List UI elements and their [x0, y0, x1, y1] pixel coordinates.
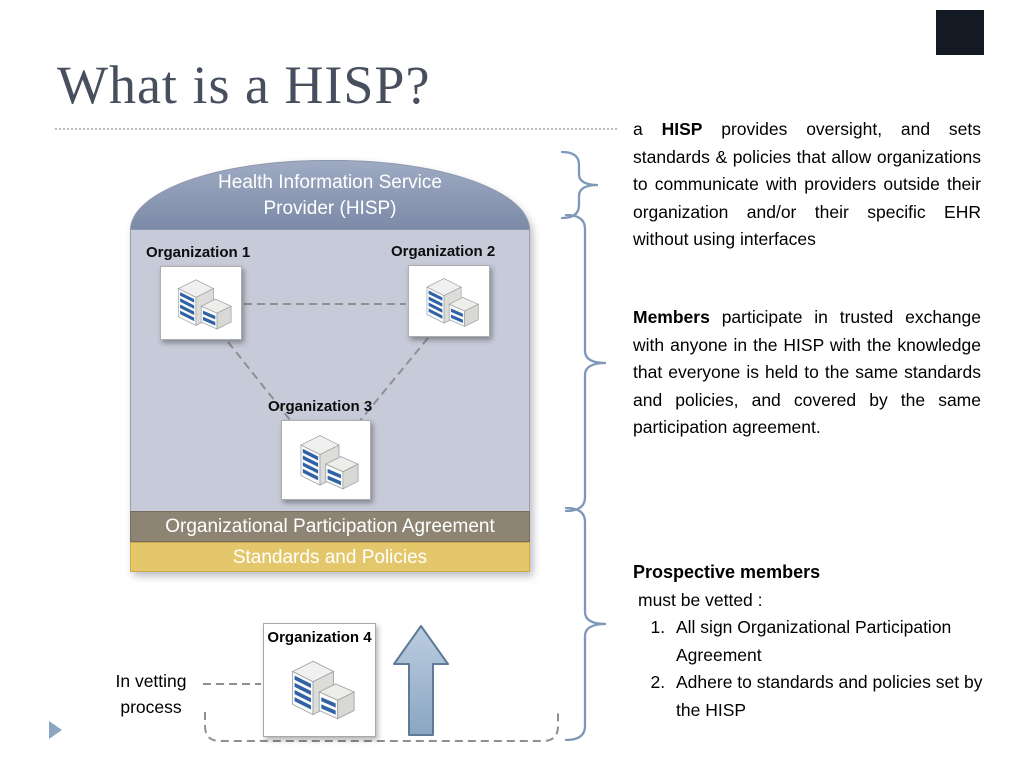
members-paragraph: Members participate in trusted exchange …: [633, 304, 981, 442]
org1-label: Organization 1: [146, 244, 251, 261]
hisp-header: Health Information Service Provider (HIS…: [130, 160, 530, 230]
org2-label: Organization 2: [391, 243, 496, 260]
standards-band: Standards and Policies: [130, 542, 530, 572]
title-divider: [55, 128, 617, 130]
list-item: All sign Organizational Participation Ag…: [670, 614, 989, 669]
p1-rest: provides oversight, and sets standards &…: [633, 119, 981, 249]
prospective-members-block: Prospective members must be vetted : All…: [633, 559, 989, 724]
org1-node: [160, 266, 242, 340]
p1-pre: a: [633, 119, 662, 139]
prospective-members-heading: Prospective members: [633, 562, 821, 582]
curly-brace-icon: [564, 214, 607, 512]
building-icon: [409, 266, 489, 336]
page-title: What is a HISP?: [57, 55, 431, 115]
p2-rest: participate in trusted exchange with any…: [633, 307, 981, 437]
org2-node: [408, 265, 490, 337]
org4-node: Organization 4: [263, 623, 376, 737]
slide-corner-decoration: [936, 10, 984, 55]
vetting-steps-list: All sign Organizational Participation Ag…: [633, 614, 989, 724]
building-icon: [161, 267, 241, 339]
org4-label: Organization 4: [267, 629, 372, 646]
prospective-members-subheading: must be vetted :: [638, 589, 763, 610]
hisp-description-paragraph: a HISP provides oversight, and sets stan…: [633, 116, 981, 254]
slide-nav-triangle-icon: [49, 721, 62, 739]
up-arrow-icon: [393, 625, 449, 736]
curly-brace-icon: [564, 507, 607, 741]
org3-node: [281, 420, 371, 500]
list-item: Adhere to standards and policies set by …: [670, 669, 989, 724]
building-icon: [282, 421, 370, 499]
agreement-band: Organizational Participation Agreement: [130, 511, 530, 542]
vetting-process-label: In vetting process: [115, 671, 187, 717]
p1-bold: HISP: [661, 119, 703, 139]
p2-bold: Members: [633, 307, 710, 327]
org3-label: Organization 3: [268, 398, 373, 415]
curly-brace-icon: [560, 151, 599, 219]
building-icon: [272, 646, 368, 730]
